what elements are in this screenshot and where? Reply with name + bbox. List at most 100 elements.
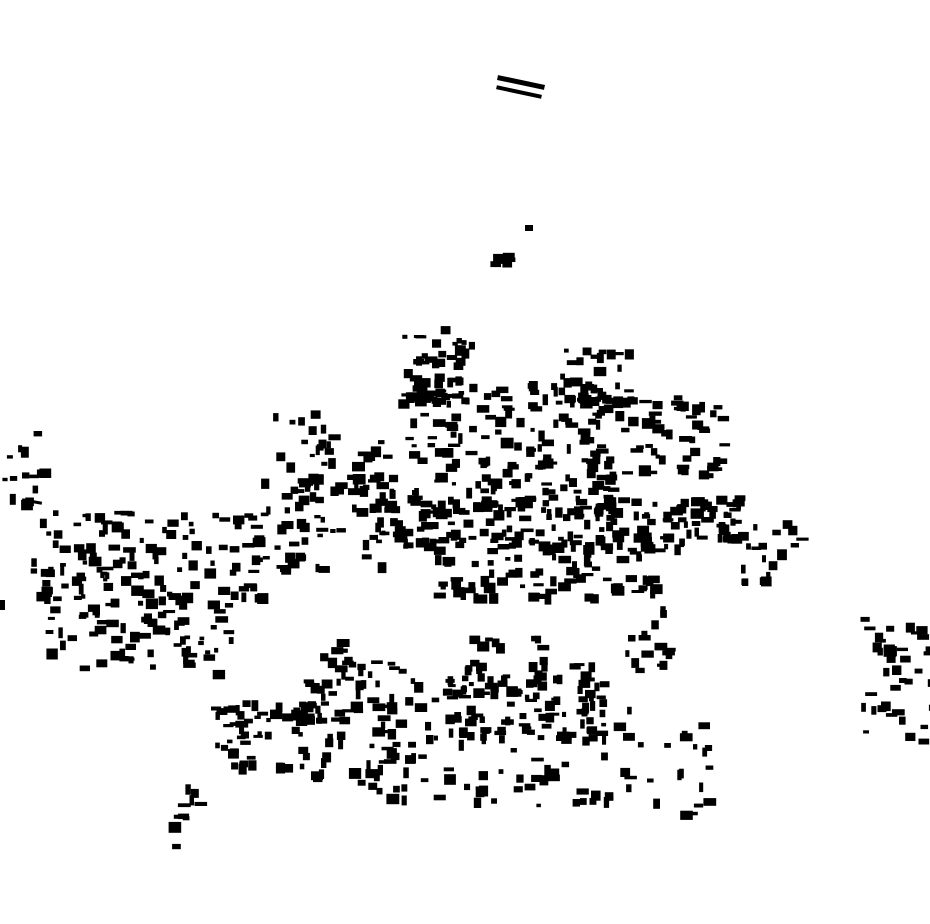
building-footprint [630,448,644,453]
building-footprint [317,533,323,538]
building-footprint [244,718,253,724]
building-footprint [587,462,599,473]
building-footprint [303,679,315,684]
building-footprint [383,454,393,459]
building-footprint [580,395,592,404]
building-footprint [181,512,188,521]
building-footprint [716,458,728,464]
building-footprint [595,414,602,419]
building-footprint [500,396,513,402]
building-footprint [248,515,258,521]
building-footprint [497,726,506,733]
building-footprint [716,523,727,528]
building-footprint [380,721,386,728]
building-footprint [276,565,286,569]
building-footprint [421,522,433,530]
building-footprint [520,498,533,509]
building-footprint [645,444,653,448]
building-footprint [168,821,182,833]
building-footprint [501,719,514,725]
building-footprint [469,635,481,645]
building-footprint [422,537,430,544]
building-footprint [475,787,485,798]
building-footprint [587,726,598,735]
building-footprint [661,430,670,437]
building-footprint [560,373,565,380]
building-footprint [572,561,577,571]
building-footprint [692,497,705,502]
building-footprint [418,390,428,397]
building-footprint [452,341,458,346]
building-footprint [506,701,515,707]
building-footprint [276,452,286,462]
building-footprint [52,540,59,548]
building-footprint [212,669,226,680]
building-footprint [502,252,515,262]
building-footprint [576,357,584,366]
building-footprint [260,512,269,517]
building-footprint [650,590,656,599]
building-footprint [584,593,594,602]
building-footprint [485,456,491,466]
building-footprint [182,535,189,540]
building-footprint [338,738,344,750]
building-footprint [713,405,723,410]
building-footprint [190,581,200,590]
building-footprint [423,542,437,552]
building-footprint [532,682,538,688]
building-footprint [502,674,511,679]
building-footprint [243,583,257,588]
building-footprint [392,741,401,748]
building-footprint [355,680,364,691]
building-footprint [315,445,320,456]
building-footprint [431,396,438,404]
building-footprint [102,524,108,535]
building-footprint [455,541,465,549]
building-footprint [511,479,521,489]
building-footprint [357,663,366,671]
building-footprint [453,362,464,370]
building-footprint [530,427,535,432]
building-footprint [699,428,711,433]
building-footprint [71,576,82,586]
building-footprint [414,703,428,712]
building-footprint [566,444,571,454]
building-footprint [434,448,445,457]
building-footprint [616,555,630,564]
building-footprint [541,663,548,672]
building-footprint [534,635,542,644]
building-footprint [106,619,119,628]
building-footprint [304,713,315,719]
building-footprint [468,535,477,540]
building-footprint [420,360,430,365]
building-footprint [490,538,499,543]
building-footprint [450,431,457,438]
building-footprint [362,539,370,551]
building-footprint [586,717,594,725]
building-footprint [574,663,585,667]
building-footprint [638,465,651,477]
building-footprint [327,733,333,745]
building-footprint [305,681,315,687]
building-footprint [446,355,458,360]
building-footprint [628,416,639,427]
building-footprint [649,415,656,426]
building-footprint [586,727,592,734]
building-footprint [515,567,523,578]
building-footprint [529,538,535,546]
building-footprint [564,348,569,353]
building-footprint [602,734,607,745]
building-footprint [441,394,451,401]
building-footprint [310,410,321,419]
building-footprint [282,713,294,722]
building-footprint [412,490,417,496]
building-footprint [386,748,397,759]
building-footprint [211,601,219,606]
building-footprint [158,596,166,606]
building-footprint [476,405,490,413]
building-footprint [210,560,215,566]
building-footprint [643,537,652,545]
building-footprint [322,752,332,763]
building-footprint [240,731,249,739]
building-footprint [595,388,603,393]
